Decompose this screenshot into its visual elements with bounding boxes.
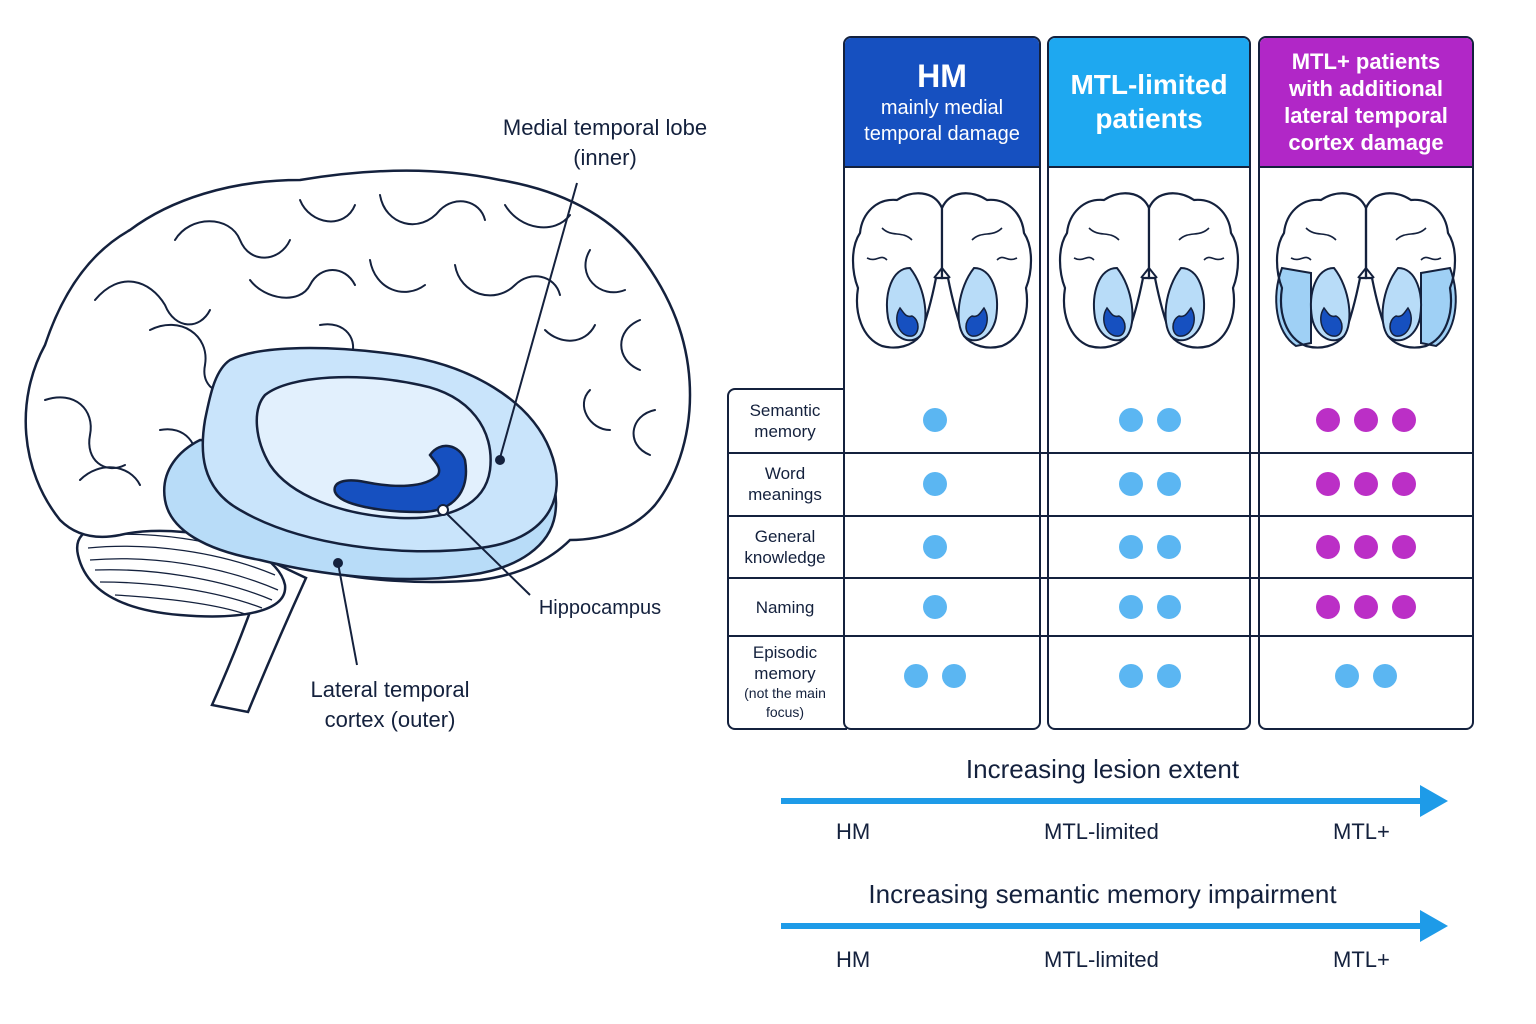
hippocampus-left [896,306,919,337]
leader-lines [337,182,578,666]
row-label-naming: Naming [755,597,815,617]
severity-dot [923,408,947,432]
severity-dot [1316,408,1340,432]
scale-semantic-tick-mtl-plus: MTL+ [1333,947,1390,972]
column-mtl-plus-title: MTL+ patients with additional lateral te… [1284,49,1448,155]
row-labels-box [727,388,847,730]
severity-dot [1354,408,1378,432]
column-hm: HM mainly medial temporal damage [843,36,1041,730]
column-hm-subtitle: mainly medial temporal damage [864,97,1020,145]
severity-dot [1392,535,1416,559]
scale-lesion-extent-arrow [781,798,1421,804]
column-mtl-limited-title: MTL-limited patients [1070,69,1228,134]
column-hm-title: HM [917,58,967,94]
severity-dot [1335,664,1359,688]
severity-dot [1392,408,1416,432]
gyri-folds [44,194,656,486]
severity-dot [1316,472,1340,496]
severity-dot [1354,595,1378,619]
hippocampus-right [1172,306,1195,337]
brain-section-hm [851,192,1033,349]
row-label-word-meanings: Word meanings [748,464,822,504]
severity-dot [1157,664,1181,688]
hippocampus-left [1103,306,1126,337]
row-label-episodic-memory-text: Episodic memory [752,643,818,683]
brain-section-mtl-plus [1275,192,1457,349]
scale-semantic-tick-mtl-limited: MTL-limited [1044,947,1159,972]
row-divider [727,452,1474,454]
severity-dot [1119,472,1143,496]
scale-lesion-tick-mtl-limited: MTL-limited [1044,819,1159,844]
severity-dot [1316,595,1340,619]
severity-dot [1354,535,1378,559]
scale-semantic-impairment-arrow [781,923,1421,929]
severity-dot [923,472,947,496]
severity-dot [1119,664,1143,688]
severity-dot [923,595,947,619]
hippocampus-left [1320,306,1343,337]
severity-dot [1316,535,1340,559]
scale-lesion-extent-title: Increasing lesion extent [965,754,1240,784]
column-hm-header: HM mainly medial temporal damage [845,38,1039,168]
label-medial-temporal-lobe: Medial temporal lobe (inner) [502,115,708,170]
row-label-general-knowledge: General knowledge [744,527,826,567]
scale-lesion-tick-mtl-plus: MTL+ [1333,819,1390,844]
hippocampus-right [965,306,988,337]
scale-lesion-extent-arrowhead [1420,785,1448,817]
cortical-folds [1073,227,1225,261]
row-divider [727,635,1474,637]
label-lateral-temporal-cortex: Lateral temporal cortex (outer) [310,677,470,732]
column-mtl-limited-header: MTL-limited patients [1049,38,1249,168]
midline-fissure [933,208,951,279]
severity-dot [1157,535,1181,559]
row-label-semantic-memory: Semantic memory [749,401,821,441]
scale-semantic-impairment-arrowhead [1420,910,1448,942]
severity-dot [1354,472,1378,496]
brain-section-mtl-limited [1058,192,1240,349]
severity-dot [1373,664,1397,688]
severity-dot [1157,408,1181,432]
severity-dot [1157,595,1181,619]
row-divider [727,515,1474,517]
severity-dot [904,664,928,688]
severity-dot [1392,472,1416,496]
severity-dot [1119,408,1143,432]
column-mtl-plus: MTL+ patients with additional lateral te… [1258,36,1474,730]
brain-illustration [24,169,692,714]
row-label-episodic-memory-note: (not the main focus) [744,685,826,720]
scale-semantic-impairment-title: Increasing semantic memory impairment [868,879,1337,909]
cortical-folds [866,227,1018,261]
severity-dot [1157,472,1181,496]
label-hippocampus: Hippocampus [538,597,662,619]
hippocampus-right [1389,306,1412,337]
row-divider [727,577,1474,579]
midline-fissure [1357,208,1375,279]
severity-dot [923,535,947,559]
severity-dot [1392,595,1416,619]
severity-dot [942,664,966,688]
cortical-folds [1290,227,1442,261]
hippocampus-shape [333,444,468,514]
row-label-episodic-memory: Episodic memory (not the main focus) [727,637,843,727]
column-mtl-limited: MTL-limited patients [1047,36,1251,730]
midline-fissure [1140,208,1158,279]
scale-semantic-tick-hm: HM [836,947,871,972]
column-mtl-plus-header: MTL+ patients with additional lateral te… [1260,38,1472,168]
severity-dot [1119,535,1143,559]
severity-dot [1119,595,1143,619]
scale-lesion-tick-hm: HM [836,819,871,844]
